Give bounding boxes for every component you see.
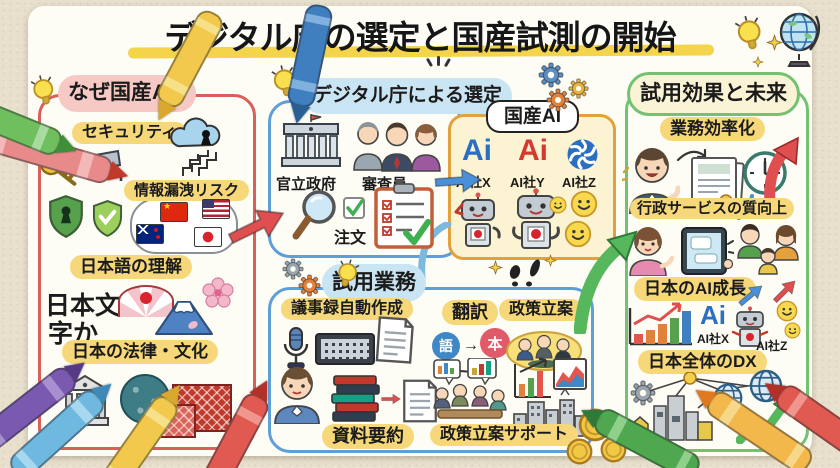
label-law-culture: 日本の法律・文化 (62, 340, 218, 364)
ai-growth-chart-icon (626, 298, 696, 346)
shield-check-icon (92, 199, 123, 238)
mount-fuji-icon (152, 296, 216, 336)
gear-icon (546, 88, 570, 112)
flow-arrow-trial-to-future (574, 230, 642, 334)
ai-growth-company-z: AI社Z (756, 339, 788, 353)
sakura-icon (202, 277, 234, 309)
woman-icon (626, 224, 676, 276)
star-icon (544, 254, 557, 267)
checkbox-icon (342, 196, 366, 220)
gear-icon (538, 62, 564, 88)
domestic-ai-header: 国産AI (486, 100, 580, 133)
person-icon (270, 362, 324, 424)
flag-nz-icon (136, 224, 164, 244)
tablet-icon (680, 226, 734, 276)
ai-company-z-label: AI社Z (562, 175, 596, 190)
gear-icon (630, 380, 656, 406)
label-translation: 翻訳 (442, 300, 498, 325)
label-leak-risk: 情報漏洩リスク (124, 180, 250, 202)
meeting-group-icon (430, 358, 512, 424)
label-japanese-understanding: 日本語の理解 (70, 255, 192, 279)
shield-lock-icon (48, 194, 84, 239)
star-icon (752, 56, 764, 68)
smiley-icon (784, 322, 801, 339)
coin-icon (564, 436, 595, 467)
family-icon (736, 222, 800, 276)
ai-company-y-logo: Ai (518, 134, 548, 167)
small-arrow-icon (381, 392, 401, 406)
handwriting-line1: 日本文 (45, 291, 121, 320)
area-chart-icon (553, 358, 587, 396)
flag-usa-icon (202, 199, 230, 219)
robot-icon (508, 188, 564, 252)
document-icon (374, 315, 415, 366)
clipboard-checklist-icon (372, 183, 436, 251)
flow-arrow-selection-to-ai (433, 162, 483, 199)
translation-arrow: → (463, 337, 479, 354)
desk-globe-icon (778, 10, 822, 68)
smiley-icon (549, 196, 567, 214)
flag-china-icon (160, 201, 188, 222)
star-icon (488, 260, 503, 275)
robot-icon (730, 306, 770, 348)
folding-fan-icon (118, 285, 174, 317)
government-building-icon (278, 112, 344, 172)
label-order: 注文 (334, 230, 367, 247)
exclamation-decoration (505, 258, 549, 288)
panel-header-selection: デジタル庁による選定 (303, 78, 513, 114)
label-summary: 資料要約 (322, 424, 414, 449)
gear-icon (298, 274, 321, 297)
judges-icon (350, 118, 444, 172)
cloud-lock-icon (168, 110, 230, 186)
sakura-petal-icon (186, 318, 200, 332)
gear-icon (568, 78, 589, 99)
panel-trial-work (268, 287, 594, 453)
ai-company-x-logo: Ai (462, 134, 492, 167)
flag-japan-icon (194, 227, 222, 247)
robot-icon (452, 192, 504, 252)
smiley-icon (570, 190, 598, 218)
label-ai-growth: 日本のAI成長 (634, 277, 756, 301)
panel-header-future: 試用効果と未来 (627, 72, 800, 116)
label-policy-support: 政策立案サポート (430, 424, 579, 447)
label-security: セキュリティ (72, 122, 188, 145)
ai-growth-logo: Ai (700, 300, 726, 330)
books-icon (330, 374, 380, 426)
smiley-icon (776, 300, 798, 322)
page-title: デジタル庁の選定と国産試測の開始 (164, 19, 676, 56)
label-dx: 日本全体のDX (638, 350, 767, 374)
label-minutes: 議事録自動作成 (281, 298, 414, 321)
bar-chart-icon (512, 356, 554, 400)
label-policy: 政策立案 (499, 299, 584, 322)
magnifier-icon (290, 188, 340, 242)
label-service-quality: 行政サービスの質向上 (630, 198, 795, 220)
translation-source-icon: 語 (432, 332, 460, 360)
swirl-logo-icon (566, 138, 599, 171)
sparkle-decoration (437, 56, 440, 66)
ai-growth-company-x: AI社X (697, 332, 730, 346)
label-efficiency: 業務効率化 (660, 117, 765, 141)
ai-company-y-label: AI社Y (510, 175, 545, 190)
keyboard-icon (315, 333, 375, 365)
label-government: 官立政府 (276, 176, 337, 193)
translation-target-icon: 本 (480, 328, 510, 358)
